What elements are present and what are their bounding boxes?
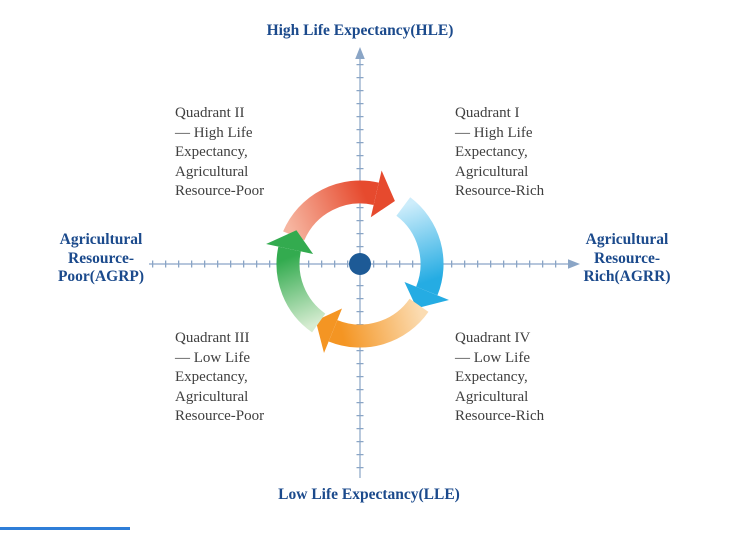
blue-arrow-icon	[396, 197, 444, 296]
green-arrow-icon	[276, 246, 326, 333]
cycle-arrows	[266, 170, 449, 353]
red-arrowhead-icon	[370, 170, 395, 218]
axis-label-right: Agricultural Resource- Rich(AGRR)	[583, 231, 671, 285]
page-edge-line	[0, 527, 130, 530]
axis-arrow-up-icon	[355, 47, 365, 59]
axis-label-top: High Life Expectancy(HLE)	[266, 22, 454, 39]
orange-arrow-icon	[328, 298, 429, 348]
orange-arrowhead-icon	[315, 308, 342, 353]
blue-arrowhead-icon	[404, 282, 449, 309]
quadrant-4-label: Quadrant IV — Low Life Expectancy, Agric…	[455, 330, 545, 424]
axis-arrow-right-icon	[568, 259, 580, 269]
quadrant-1-label: Quadrant I — High Life Expectancy, Agric…	[455, 105, 545, 199]
quadrant-3-label: Quadrant III — Low Life Expectancy, Agri…	[175, 330, 265, 424]
red-arrow-icon	[283, 180, 379, 241]
quadrant-2-label: Quadrant II — High Life Expectancy, Agri…	[175, 105, 265, 199]
green-arrowhead-icon	[266, 230, 314, 254]
axis-label-bottom: Low Life Expectancy(LLE)	[278, 486, 460, 503]
axis-label-left: Agricultural Resource- Poor(AGRP)	[57, 231, 145, 285]
center-dot	[349, 253, 371, 275]
